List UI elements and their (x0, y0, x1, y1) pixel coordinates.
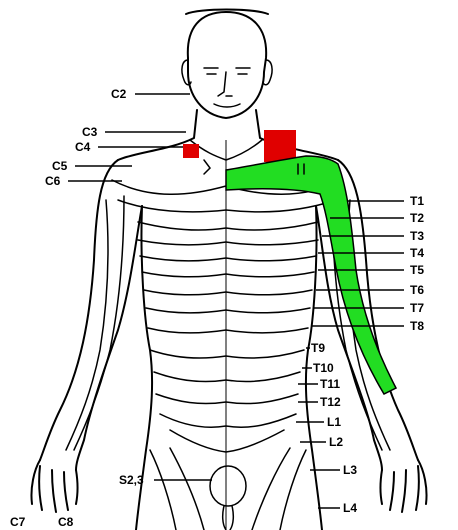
label-c8: C8 (58, 515, 74, 529)
label-t5: T5 (410, 263, 424, 277)
head (182, 10, 272, 119)
label-c5: C5 (52, 159, 68, 173)
label-t7: T7 (410, 301, 424, 315)
label-t6: T6 (410, 283, 424, 297)
red-dermatome-area-right (264, 130, 296, 162)
label-l3: L3 (343, 463, 357, 477)
label-t9: T9 (311, 341, 325, 355)
label-t8: T8 (410, 319, 424, 333)
right-hand (381, 460, 427, 512)
left-hand (31, 460, 77, 512)
label-c4: C4 (75, 140, 91, 154)
label-c6: C6 (45, 174, 61, 188)
red-dermatome-area-left (183, 144, 199, 158)
label-c7: C7 (10, 515, 26, 529)
label-c2: C2 (111, 87, 127, 101)
label-t11: T11 (320, 377, 340, 391)
label-t12: T12 (320, 395, 341, 409)
label-c3: C3 (82, 125, 98, 139)
label-l4: L4 (343, 501, 357, 515)
label-l2: L2 (329, 435, 343, 449)
label-l1: L1 (327, 415, 341, 429)
label-t2: T2 (410, 211, 424, 225)
label-t3: T3 (410, 229, 424, 243)
label-s23: S2,3 (119, 473, 144, 487)
label-t10: T10 (313, 361, 334, 375)
label-t1: T1 (410, 194, 424, 208)
label-t4: T4 (410, 246, 424, 260)
